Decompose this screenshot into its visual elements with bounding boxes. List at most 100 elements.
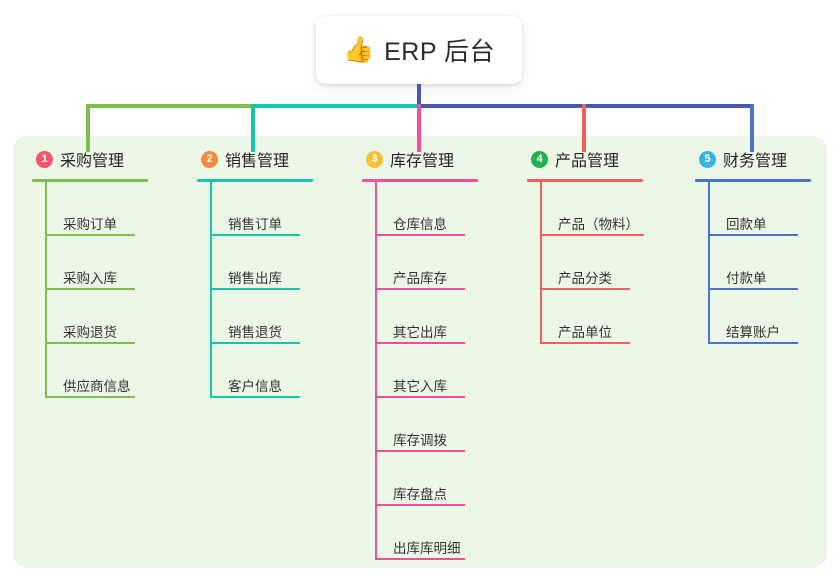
leaf-node-rule [45, 396, 135, 398]
leaf-node[interactable]: 库存调拨 [375, 398, 512, 452]
branch-header-rule-5 [695, 179, 811, 182]
branch-items-3: 仓库信息产品库存其它出库其它入库库存调拨库存盘点出库库明细 [375, 182, 512, 560]
leaf-node-label: 付款单 [726, 270, 767, 286]
leaf-node-rule [375, 342, 465, 344]
branch-badge-3: 3 [366, 150, 383, 168]
branch-header-rule-2 [197, 179, 313, 182]
leaf-node-rule [210, 342, 300, 344]
leaf-node-rule [210, 234, 300, 236]
branch-spine-1 [45, 182, 47, 398]
connector-trunk [417, 84, 421, 106]
leaf-node-rule [708, 288, 798, 290]
connector-drop-3 [417, 104, 421, 152]
connector-drop-2 [251, 104, 255, 152]
leaf-node-label: 供应商信息 [63, 378, 131, 394]
leaf-node-label: 出库库明细 [393, 540, 461, 556]
leaf-node-label: 采购入库 [63, 270, 117, 286]
leaf-node[interactable]: 采购订单 [45, 182, 182, 236]
branch-header-2[interactable]: 2 销售管理 [197, 146, 347, 172]
leaf-node[interactable]: 付款单 [708, 236, 839, 290]
leaf-node[interactable]: 产品分类 [540, 236, 677, 290]
leaf-node-label: 库存盘点 [393, 486, 447, 502]
leaf-node[interactable]: 供应商信息 [45, 344, 182, 398]
branch-header-3[interactable]: 3 库存管理 [362, 146, 512, 172]
branch-spine-5 [708, 182, 710, 344]
branch-items-1: 采购订单采购入库采购退货供应商信息 [45, 182, 182, 398]
branch-header-5[interactable]: 5 财务管理 [695, 146, 839, 172]
leaf-node-label: 采购订单 [63, 216, 117, 232]
branch-spine-2 [210, 182, 212, 398]
leaf-node-rule [375, 504, 465, 506]
leaf-node-label: 销售退货 [228, 324, 282, 340]
leaf-node[interactable]: 采购入库 [45, 236, 182, 290]
diagram-background-panel [13, 136, 827, 568]
leaf-node-rule [375, 396, 465, 398]
branch-column-3: 3 库存管理 仓库信息产品库存其它出库其它入库库存调拨库存盘点出库库明细 [362, 146, 512, 560]
leaf-node-label: 其它出库 [393, 324, 447, 340]
branch-header-4[interactable]: 4 产品管理 [527, 146, 677, 172]
leaf-node-label: 仓库信息 [393, 216, 447, 232]
leaf-node[interactable]: 其它入库 [375, 344, 512, 398]
leaf-node-rule [45, 234, 135, 236]
connector-bus-segment-2 [253, 104, 419, 108]
root-node-title: ERP 后台 [384, 38, 496, 66]
connector-drop-4 [582, 104, 586, 152]
leaf-node-rule [375, 288, 465, 290]
leaf-node[interactable]: 仓库信息 [375, 182, 512, 236]
leaf-node-label: 销售订单 [228, 216, 282, 232]
connector-drop-1 [86, 104, 90, 152]
leaf-node[interactable]: 产品库存 [375, 236, 512, 290]
leaf-node-rule [210, 288, 300, 290]
leaf-node-label: 客户信息 [228, 378, 282, 394]
leaf-node-label: 库存调拨 [393, 432, 447, 448]
branch-spine-3 [375, 182, 377, 560]
branch-column-1: 1 采购管理 采购订单采购入库采购退货供应商信息 [32, 146, 182, 398]
branch-column-4: 4 产品管理 产品（物料） 产品分类产品单位 [527, 146, 677, 344]
leaf-node-label: 采购退货 [63, 324, 117, 340]
branch-title-2: 销售管理 [225, 153, 290, 170]
leaf-node-rule [540, 342, 630, 344]
leaf-node[interactable]: 产品单位 [540, 290, 677, 344]
leaf-node[interactable]: 出库库明细 [375, 506, 512, 560]
branch-header-rule-1 [32, 179, 148, 182]
leaf-node-rule [708, 234, 798, 236]
leaf-node-rule [375, 558, 465, 560]
leaf-node[interactable]: 产品（物料） [540, 182, 677, 236]
leaf-node-label: 回款单 [726, 216, 767, 232]
leaf-node-rule [45, 342, 135, 344]
branch-items-4: 产品（物料） 产品分类产品单位 [540, 182, 677, 344]
thumbs-up-icon: 👍 [342, 35, 375, 64]
connector-drop-5 [750, 104, 754, 152]
branch-spine-4 [540, 182, 542, 344]
leaf-node[interactable]: 销售退货 [210, 290, 347, 344]
leaf-node[interactable]: 其它出库 [375, 290, 512, 344]
branch-badge-4: 4 [531, 150, 548, 168]
leaf-node-rule [375, 234, 465, 236]
branch-header-rule-4 [527, 179, 643, 182]
connector-bus-segment-1 [86, 104, 255, 108]
leaf-node-rule [540, 234, 644, 236]
leaf-node-label: 产品分类 [558, 270, 612, 286]
branch-title-3: 库存管理 [390, 153, 455, 170]
leaf-node[interactable]: 销售出库 [210, 236, 347, 290]
branch-title-1: 采购管理 [60, 153, 125, 170]
leaf-node-rule [708, 342, 798, 344]
branch-header-rule-3 [362, 179, 478, 182]
leaf-node[interactable]: 回款单 [708, 182, 839, 236]
branch-badge-1: 1 [36, 150, 53, 168]
leaf-node[interactable]: 销售订单 [210, 182, 347, 236]
leaf-node-rule [210, 396, 300, 398]
branch-items-5: 回款单付款单结算账户 [708, 182, 839, 344]
leaf-node-label: 产品（物料） [558, 216, 639, 232]
branch-badge-5: 5 [699, 150, 716, 168]
leaf-node[interactable]: 结算账户 [708, 290, 839, 344]
leaf-node-label: 销售出库 [228, 270, 282, 286]
root-node-erp-backend[interactable]: 👍 ERP 后台 [316, 16, 522, 84]
branch-badge-2: 2 [201, 150, 218, 168]
leaf-node[interactable]: 采购退货 [45, 290, 182, 344]
branch-header-1[interactable]: 1 采购管理 [32, 146, 182, 172]
leaf-node[interactable]: 客户信息 [210, 344, 347, 398]
leaf-node[interactable]: 库存盘点 [375, 452, 512, 506]
branch-column-2: 2 销售管理 销售订单销售出库销售退货客户信息 [197, 146, 347, 398]
